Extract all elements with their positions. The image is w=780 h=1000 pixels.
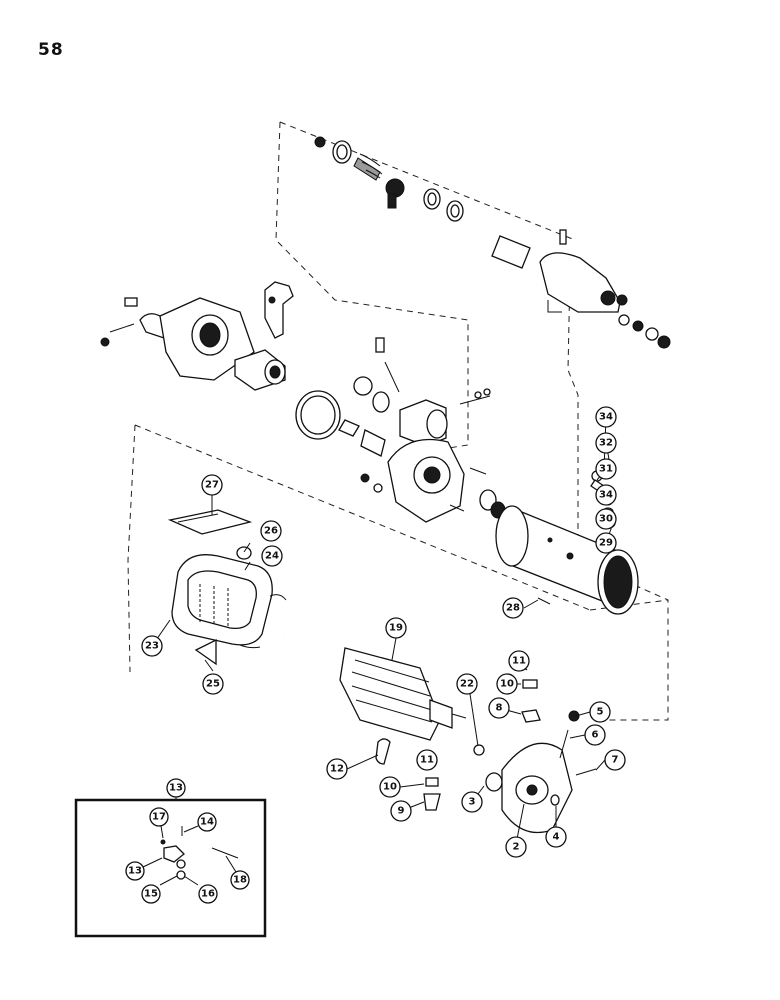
- callout-31: 30: [595, 508, 617, 530]
- callout-11b: 11: [416, 749, 438, 771]
- end-frame-parts: [360, 438, 506, 523]
- callout-18: 17: [149, 807, 169, 827]
- callout-5: 5: [589, 701, 611, 723]
- svg-text:32: 32: [599, 438, 613, 449]
- callout-25: 24: [261, 545, 283, 567]
- callout-30: 29: [595, 532, 617, 554]
- svg-text:4: 4: [553, 832, 560, 843]
- callout-15: 14: [197, 812, 217, 832]
- callout-10b: 10: [379, 776, 401, 798]
- callout-22: 19: [385, 617, 407, 639]
- svg-text:28: 28: [506, 603, 520, 614]
- callout-33: 32: [595, 432, 617, 454]
- svg-text:16: 16: [201, 889, 215, 900]
- svg-text:2: 2: [513, 842, 520, 853]
- callout-26: 25: [202, 673, 224, 695]
- svg-text:34: 34: [599, 412, 613, 423]
- callout-2: 2: [505, 836, 527, 858]
- svg-text:17: 17: [152, 812, 166, 823]
- armature: [283, 636, 467, 741]
- callout-8: 8: [488, 697, 510, 719]
- drive-housing-parts: [100, 281, 491, 457]
- svg-text:11: 11: [512, 656, 526, 667]
- field-coil-parts: [167, 509, 287, 666]
- callout-34a: 34: [595, 406, 617, 428]
- svg-text:18: 18: [233, 875, 247, 886]
- svg-text:13: 13: [128, 866, 142, 877]
- svg-text:9: 9: [398, 806, 405, 817]
- svg-text:26: 26: [264, 526, 278, 537]
- callout-32: 31: [595, 458, 617, 480]
- callout-10a: 10: [496, 673, 518, 695]
- callout-24: 23: [141, 635, 163, 657]
- svg-text:10: 10: [500, 679, 514, 690]
- callout-11a: 11: [508, 650, 530, 672]
- field-frame: [495, 505, 639, 615]
- callout-23: 22: [456, 673, 478, 695]
- svg-text:22: 22: [460, 679, 474, 690]
- callout-13: 13: [166, 778, 186, 798]
- callout-9: 9: [390, 800, 412, 822]
- callout-14: 13: [125, 861, 145, 881]
- callout-17: 16: [198, 884, 218, 904]
- svg-text:34: 34: [599, 490, 613, 501]
- solenoid-parts: [314, 136, 671, 349]
- svg-text:3: 3: [469, 797, 476, 808]
- svg-text:25: 25: [206, 679, 220, 690]
- svg-text:23: 23: [145, 641, 159, 652]
- callout-3: 3: [461, 791, 483, 813]
- svg-text:7: 7: [612, 755, 619, 766]
- svg-text:14: 14: [200, 817, 214, 828]
- callout-4: 4: [545, 826, 567, 848]
- callout-19: 18: [230, 870, 250, 890]
- callout-29: 26: [260, 520, 282, 542]
- svg-text:12: 12: [330, 764, 344, 775]
- svg-text:29: 29: [599, 538, 613, 549]
- svg-text:10: 10: [383, 782, 397, 793]
- svg-text:13: 13: [169, 783, 183, 794]
- callout-6: 6: [584, 724, 606, 746]
- callout-7: 7: [604, 749, 626, 771]
- callout-28: 28: [502, 597, 524, 619]
- svg-text:24: 24: [265, 551, 279, 562]
- svg-text:19: 19: [389, 623, 403, 634]
- callout-16: 15: [141, 884, 161, 904]
- svg-text:6: 6: [592, 730, 599, 741]
- brush-end-parts: [375, 660, 597, 834]
- field-group-outline: [127, 121, 669, 673]
- callout-27: 27: [201, 474, 223, 496]
- callout-34b: 34: [595, 484, 617, 506]
- inset-box: [74, 796, 267, 938]
- callout-12: 12: [326, 758, 348, 780]
- page-number: 58: [38, 40, 64, 60]
- svg-text:27: 27: [205, 480, 219, 491]
- svg-text:5: 5: [597, 707, 604, 718]
- svg-text:31: 31: [599, 464, 613, 475]
- svg-text:11: 11: [420, 755, 434, 766]
- svg-text:15: 15: [144, 889, 158, 900]
- svg-text:30: 30: [599, 514, 613, 525]
- svg-text:8: 8: [496, 703, 503, 714]
